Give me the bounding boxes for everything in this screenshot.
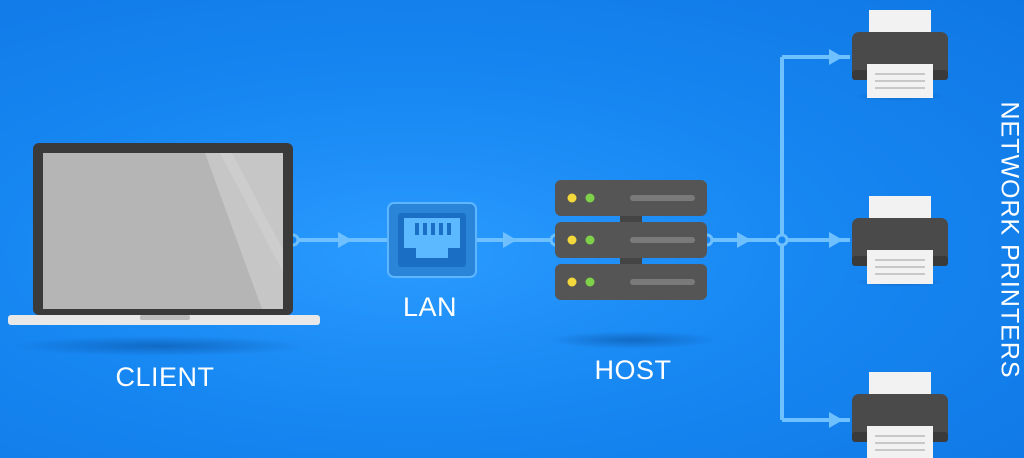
arrow-right-icon: [829, 232, 843, 248]
arrow-right-icon: [829, 412, 843, 428]
laptop-icon: [8, 143, 320, 356]
printer-icon: [852, 10, 948, 101]
client-label: CLIENT: [115, 362, 215, 392]
server-icon: [547, 180, 717, 349]
printer-icon: [852, 372, 948, 458]
junction-dot: [775, 233, 789, 247]
network-printers-label: NETWORK PRINTERS: [995, 101, 1024, 379]
server-unit: [555, 222, 707, 258]
arrow-right-icon: [829, 49, 843, 65]
host-label: HOST: [594, 355, 672, 385]
connector-arrows: [338, 49, 843, 428]
server-unit: [555, 264, 707, 300]
arrow-right-icon: [737, 232, 751, 248]
ethernet-port-icon: [387, 202, 477, 278]
lan-label: LAN: [402, 292, 458, 322]
server-unit: [555, 180, 707, 216]
arrow-right-icon: [503, 232, 517, 248]
arrow-right-icon: [338, 232, 352, 248]
printer-icon: [852, 196, 948, 287]
